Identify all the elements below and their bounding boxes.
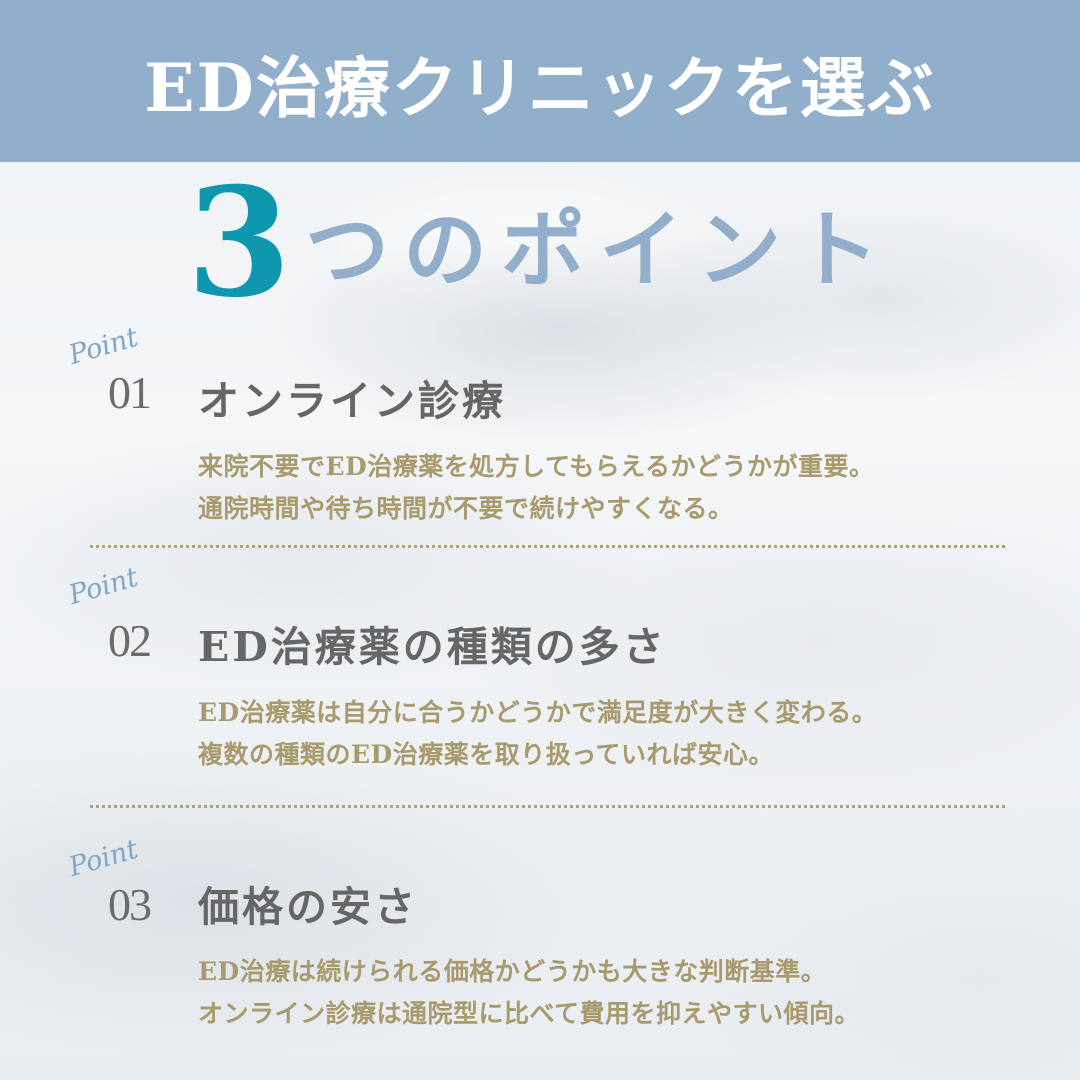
point-number: 02 [108, 615, 152, 666]
description-line: 複数の種類のED治療薬を取り扱っていれば安心。 [198, 740, 774, 769]
hero-text: つのポイント [305, 200, 894, 299]
hero-heading: 3 つのポイント [0, 168, 1080, 318]
point-number: 01 [108, 367, 152, 418]
description-line: ED治療薬は自分に合うかどうかで満足度が大きく変わる。 [198, 698, 878, 727]
point-title: オンライン診療 [198, 377, 506, 425]
point-title: 価格の安さ [198, 883, 418, 931]
description-line: 通院時間や待ち時間が不要で続けやすくなる。 [198, 494, 734, 523]
description-line: 来院不要でED治療薬を処方してもらえるかどうかが重要。 [198, 452, 875, 481]
point-title: ED治療薬の種類の多さ [198, 623, 667, 671]
description-line: ED治療は続けられる価格かどうかも大きな判断基準。 [198, 957, 827, 986]
point-description: ED治療薬は自分に合うかどうかで満足度が大きく変わる。 複数の種類のED治療薬を… [198, 692, 877, 776]
hero-number: 3 [186, 155, 292, 331]
header-banner: ED治療クリニックを選ぶ [0, 0, 1080, 162]
dotted-divider [90, 805, 1005, 808]
point-number: 03 [108, 879, 152, 930]
dotted-divider [90, 545, 1005, 548]
page-title: ED治療クリニックを選ぶ [144, 49, 936, 127]
point-description: 来院不要でED治療薬を処方してもらえるかどうかが重要。 通院時間や待ち時間が不要… [198, 446, 875, 530]
point-description: ED治療は続けられる価格かどうかも大きな判断基準。 オンライン診療は通院型に比べ… [198, 951, 860, 1035]
description-line: オンライン診療は通院型に比べて費用を抑えやすい傾向。 [198, 999, 861, 1028]
